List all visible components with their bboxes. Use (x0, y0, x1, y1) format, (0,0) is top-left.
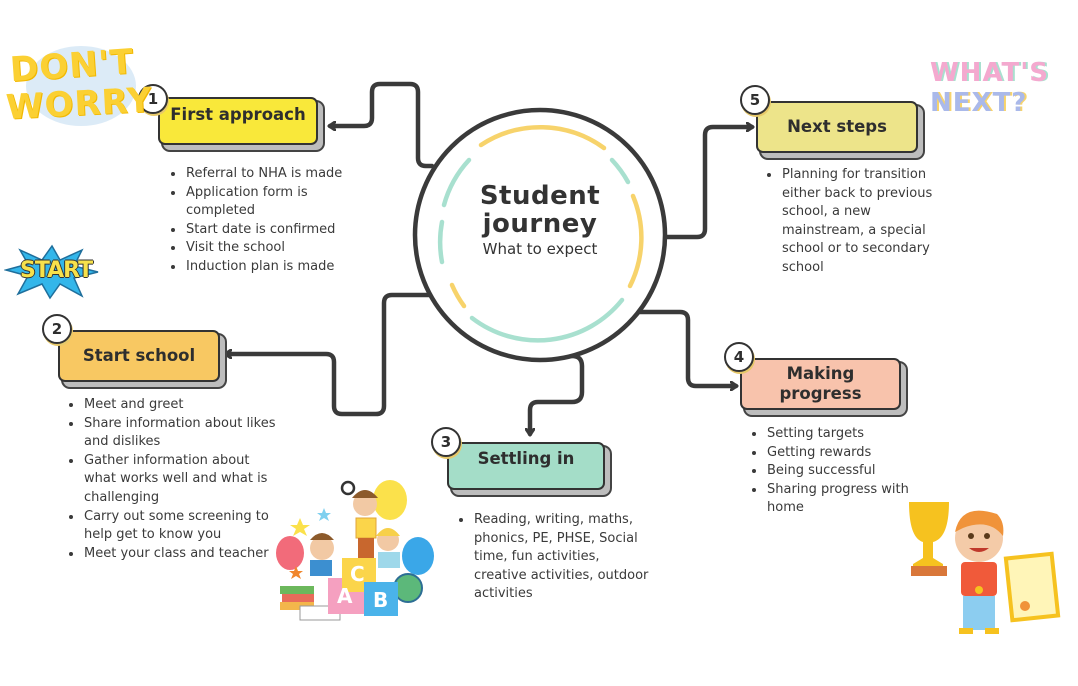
step-5-number: 5 (740, 85, 770, 115)
list-item: Planning for transition either back to p… (781, 166, 951, 278)
list-item: Share information about likes and dislik… (83, 415, 278, 452)
list-item: Being successful (766, 462, 931, 481)
list-item: Setting targets (766, 425, 931, 444)
step-4-title: Making progress (779, 364, 862, 403)
step-4-list: Setting targets Getting rewards Being su… (748, 425, 931, 518)
star-burst-icon (3, 244, 99, 300)
trophy-boy-illustration (905, 498, 1065, 644)
list-item: Sharing progress with home (766, 481, 931, 518)
step-1-list: Referral to NHA is made Application form… (167, 165, 375, 277)
whats-next-line1: WHAT'S (930, 58, 1049, 88)
step-2-box: Start school (58, 330, 220, 382)
center-title-line1: Student (479, 181, 601, 211)
center-title-line2: journey (482, 209, 598, 239)
list-item: Carry out some screening to help get to … (83, 508, 278, 545)
step-1-box: First approach (158, 97, 318, 145)
cloud-shape (26, 46, 136, 126)
list-item: Getting rewards (766, 444, 931, 463)
step-4-number: 4 (724, 342, 754, 372)
ring-segment (627, 193, 644, 289)
block-c-label: C (350, 562, 365, 586)
whats-next-sticker: WHAT'S NEXT? (928, 58, 1058, 128)
kids-illustration-graphic (276, 480, 434, 621)
list-item: Meet and greet (83, 396, 278, 415)
ring-segment (609, 157, 631, 185)
connector-step-2 (226, 292, 435, 417)
list-item: Visit the school (185, 239, 375, 258)
ring-segment (437, 219, 445, 265)
list-item: Start date is confirmed (185, 221, 375, 240)
block-a-label: A (337, 584, 353, 608)
list-item: Referral to NHA is made (185, 165, 375, 184)
connector-step-4 (629, 309, 736, 386)
step-5-list: Planning for transition either back to p… (763, 166, 951, 278)
step-2-list: Meet and greet Share information about l… (65, 396, 278, 563)
whats-next-line2: NEXT? (930, 88, 1028, 118)
block-b-label: B (373, 588, 389, 612)
dont-worry-line2: WORRY (5, 80, 154, 128)
ring-segment (478, 125, 607, 151)
step-3-title: Settling in (477, 449, 575, 468)
center-circle (412, 107, 668, 363)
trophy-boy-graphic (909, 502, 1061, 634)
center-subtitle: What to expect (482, 240, 598, 258)
list-item: Induction plan is made (185, 258, 375, 277)
ring-segment (441, 157, 472, 208)
kids-blocks-illustration: C A B (270, 478, 440, 630)
connector-step-3 (530, 353, 585, 434)
start-text: START (20, 258, 93, 283)
start-sticker: START (3, 244, 100, 300)
step-3-list: Reading, writing, maths, phonics, PE, PH… (455, 511, 653, 604)
step-2-title: Start school (82, 346, 196, 365)
connector-step-5 (659, 127, 752, 240)
step-1-number: 1 (138, 84, 168, 114)
step-5-box: Next steps (756, 101, 918, 153)
connector-step-1 (330, 81, 435, 169)
list-item: Gather information about what works well… (83, 452, 278, 508)
step-1-title: First approach (170, 105, 306, 124)
list-item: Meet your class and teacher (83, 545, 278, 564)
step-5-title: Next steps (787, 117, 887, 136)
ring-segment (469, 297, 625, 343)
step-3-number: 3 (431, 427, 461, 457)
step-2-number: 2 (42, 314, 72, 344)
ring-segment (449, 282, 467, 309)
list-item: Reading, writing, maths, phonics, PE, PH… (473, 511, 653, 604)
center-title: Student journey What to expect (440, 182, 640, 258)
list-item: Application form is completed (185, 184, 375, 221)
step-3-box: Settling in (447, 442, 605, 490)
dont-worry-sticker: DON'T WORRY (4, 42, 153, 132)
step-4-box: Making progress (740, 358, 901, 410)
